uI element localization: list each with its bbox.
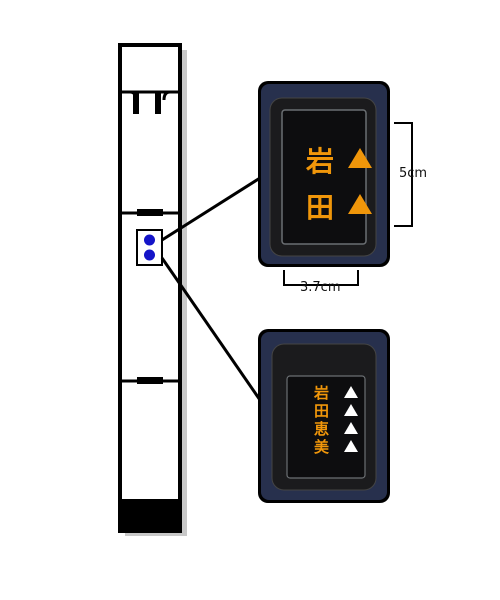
upper-triangle	[348, 148, 372, 168]
connector-upper	[161, 176, 261, 242]
bag-outline	[118, 43, 182, 533]
lower-name-char-3: 恵	[314, 420, 330, 438]
lower-nametag-window	[286, 375, 366, 479]
width-dimension	[283, 270, 359, 286]
lower-triangle	[344, 422, 358, 434]
divider-upper-clasp	[137, 209, 163, 216]
bag-bottom	[120, 499, 180, 531]
upper-nametag-window	[281, 109, 367, 245]
upper-name-char-1: 岩	[306, 145, 335, 178]
strap-left	[133, 92, 139, 114]
lower-triangle	[344, 404, 358, 416]
marker-dot	[144, 249, 155, 261]
upper-triangle	[348, 194, 372, 214]
lower-triangle	[344, 440, 358, 452]
strap-right	[155, 92, 161, 114]
height-dimension	[394, 122, 413, 227]
connector-lower	[160, 257, 262, 401]
upper-name-char-2: 田	[306, 191, 335, 224]
lower-name-char-4: 美	[314, 438, 330, 456]
height-label: 5cm	[399, 166, 428, 181]
divider-lower-clasp	[137, 377, 163, 384]
marker-dot	[144, 234, 155, 246]
lower-name-char-1: 岩	[314, 384, 330, 402]
width-label: 3.7cm	[300, 280, 341, 295]
lower-name-char-2: 田	[314, 402, 330, 420]
lower-triangle	[344, 386, 358, 398]
